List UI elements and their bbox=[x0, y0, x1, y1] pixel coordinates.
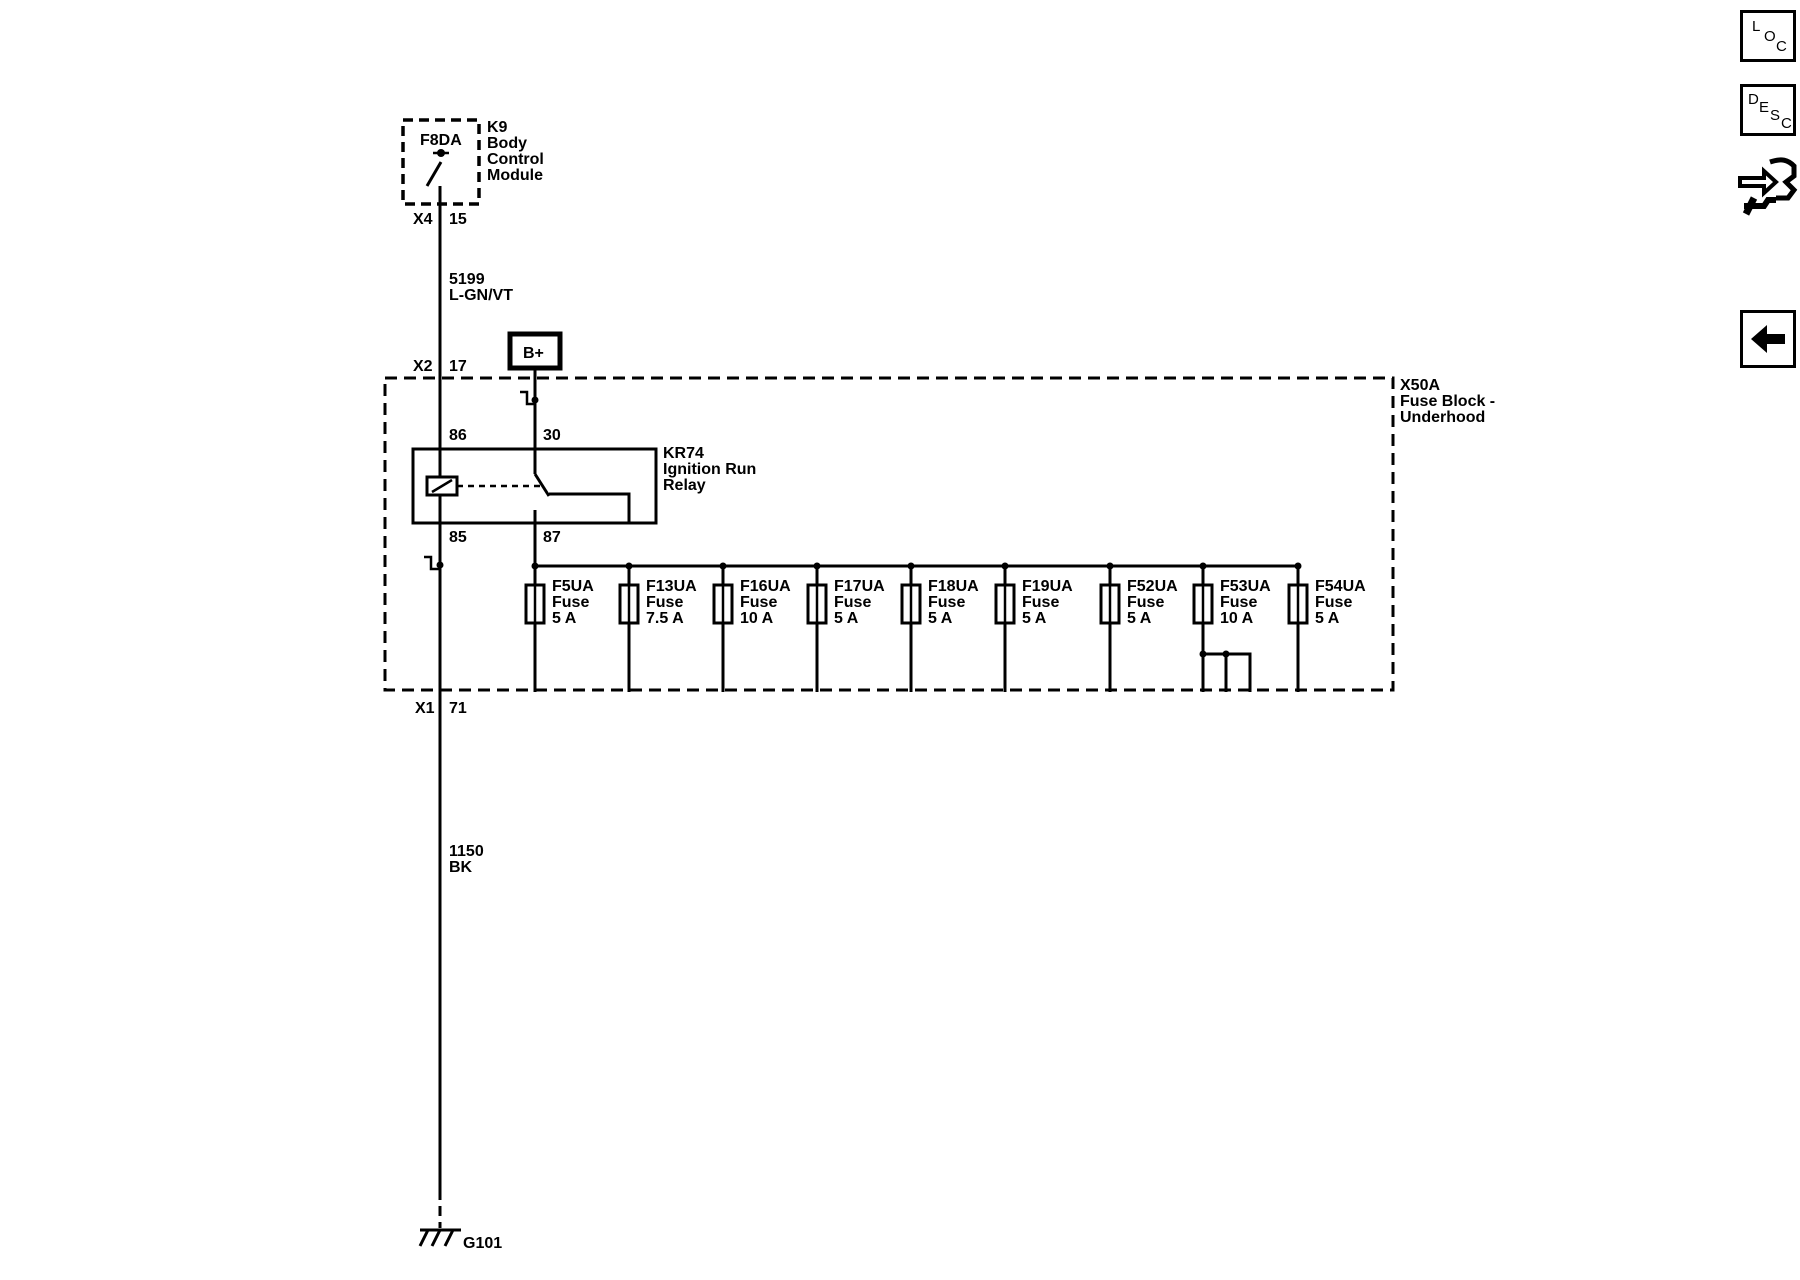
desc-letter-3: S bbox=[1770, 107, 1781, 124]
fuse-rating-label: 5 A bbox=[1127, 610, 1152, 627]
bplus-connector-symbol bbox=[520, 390, 535, 406]
relay-pin-87: 87 bbox=[543, 529, 561, 546]
fuse-rating-label: 7.5 A bbox=[646, 610, 684, 627]
fuse-block-name-1: X50A bbox=[1400, 377, 1440, 394]
fuse-type-label: Fuse bbox=[552, 594, 589, 611]
bcm-name-1: K9 bbox=[487, 119, 508, 136]
fuse-type-label: Fuse bbox=[1127, 594, 1164, 611]
fuse-rating-label: 10 A bbox=[740, 610, 774, 627]
fuse-block-out-connector: X1 bbox=[415, 700, 435, 717]
wire-top-color: L-GN/VT bbox=[449, 287, 513, 304]
description-icon: D E S C bbox=[1743, 87, 1793, 133]
bcm-pin: 15 bbox=[449, 211, 467, 228]
desc-button[interactable]: D E S C bbox=[1740, 84, 1796, 136]
desc-letter-4: C bbox=[1781, 115, 1792, 132]
fuse-type-label: Fuse bbox=[646, 594, 683, 611]
loc-letter-3: C bbox=[1776, 38, 1787, 55]
fuse-type-label: Fuse bbox=[1022, 594, 1059, 611]
back-button[interactable] bbox=[1740, 310, 1796, 368]
ground-label: G101 bbox=[463, 1235, 502, 1252]
connector-swap-icon bbox=[1738, 157, 1798, 216]
wire-bottom-color: BK bbox=[449, 859, 473, 876]
desc-letter-1: D bbox=[1748, 91, 1759, 108]
fuse-rating-label: 5 A bbox=[1022, 610, 1047, 627]
fuse-type-label: Fuse bbox=[1220, 594, 1257, 611]
location-icon: L O C bbox=[1743, 13, 1793, 59]
fuse-type-label: Fuse bbox=[740, 594, 777, 611]
f53ua-jumper bbox=[1203, 652, 1252, 692]
fuse-block-in-pin: 17 bbox=[449, 358, 467, 375]
fuse-type-label: Fuse bbox=[928, 594, 965, 611]
wire-top-circuit: 5199 bbox=[449, 271, 485, 288]
fuse-rating-label: 5 A bbox=[552, 610, 577, 627]
bcm-fuse-label: F8DA bbox=[420, 132, 462, 149]
bplus-label: B+ bbox=[523, 345, 544, 362]
connector-swap-button[interactable] bbox=[1736, 152, 1800, 220]
bcm-switch bbox=[425, 161, 443, 187]
fuse-id-label: F13UA bbox=[646, 578, 697, 595]
fuse-rating-label: 5 A bbox=[834, 610, 859, 627]
fuse-id-label: F5UA bbox=[552, 578, 594, 595]
relay-pin-86: 86 bbox=[449, 427, 467, 444]
wire-bottom-circuit: 1150 bbox=[449, 843, 484, 860]
relay-contact bbox=[533, 473, 551, 497]
bcm-name-3: Control bbox=[487, 151, 544, 168]
fuse-id-label: F17UA bbox=[834, 578, 885, 595]
back-arrow-icon bbox=[1751, 325, 1785, 353]
relay-name-3: Relay bbox=[663, 477, 706, 494]
bcm-name-2: Body bbox=[487, 135, 527, 152]
fuse-id-label: F19UA bbox=[1022, 578, 1073, 595]
ground-connector-symbol bbox=[424, 555, 440, 571]
fuse-block-out-pin: 71 bbox=[449, 700, 467, 717]
loc-button[interactable]: L O C bbox=[1740, 10, 1796, 62]
desc-letter-2: E bbox=[1759, 99, 1770, 116]
relay-pin-30: 30 bbox=[543, 427, 561, 444]
fuse-id-label: F16UA bbox=[740, 578, 791, 595]
fuse-id-label: F54UA bbox=[1315, 578, 1366, 595]
bcm-name-4: Module bbox=[487, 167, 543, 184]
bcm-connector: X4 bbox=[413, 211, 433, 228]
fuse-rating-label: 10 A bbox=[1220, 610, 1254, 627]
ground-icon bbox=[418, 1228, 461, 1247]
fuse-block-name-3: Underhood bbox=[1400, 409, 1485, 426]
fuse-rating-label: 5 A bbox=[928, 610, 953, 627]
fuse-rating-label: 5 A bbox=[1315, 610, 1340, 627]
relay-contact-return bbox=[549, 492, 631, 523]
fuse-block-in-connector: X2 bbox=[413, 358, 433, 375]
relay-name-1: KR74 bbox=[663, 445, 704, 462]
fuse-block-box bbox=[383, 376, 1395, 692]
loc-letter-1: L bbox=[1752, 18, 1761, 35]
fuse-block-name-2: Fuse Block - bbox=[1400, 393, 1495, 410]
loc-letter-2: O bbox=[1764, 28, 1776, 45]
fuse-id-label: F53UA bbox=[1220, 578, 1271, 595]
fuse-id-label: F18UA bbox=[928, 578, 979, 595]
relay-name-2: Ignition Run bbox=[663, 461, 756, 478]
fuse-type-label: Fuse bbox=[1315, 594, 1352, 611]
relay-pin-85: 85 bbox=[449, 529, 467, 546]
fuse-type-label: Fuse bbox=[834, 594, 871, 611]
fuse-id-label: F52UA bbox=[1127, 578, 1178, 595]
